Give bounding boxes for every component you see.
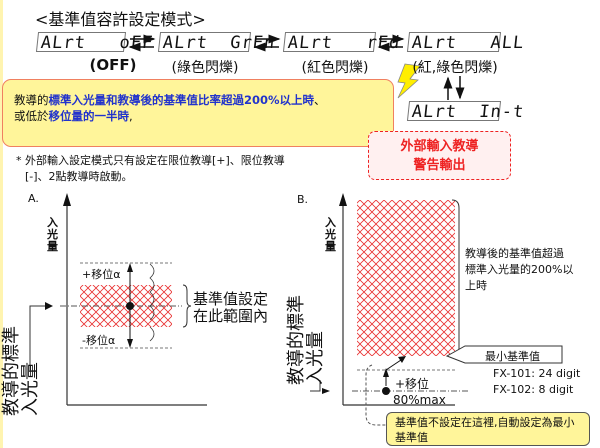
range-line: 在此範圍內 bbox=[193, 307, 269, 325]
min-reference-callout: 最小基準值 bbox=[485, 350, 540, 363]
chart-b-graphics bbox=[310, 193, 563, 426]
chart-a-side-label: 教導的標準 入光量 bbox=[1, 276, 52, 416]
notice-text: 或低於 bbox=[14, 109, 49, 123]
range-line: 基準值設定 bbox=[193, 290, 269, 308]
plus-shift-label-b: +移位 bbox=[395, 377, 430, 391]
footnote-line: [-]、2點教導時啟動。 bbox=[25, 170, 133, 183]
fx102-spec: FX-102: 8 digit bbox=[493, 383, 574, 396]
chart-b-y-axis-label: 入光量 bbox=[325, 216, 336, 253]
side-label-line: 教導的標準 bbox=[286, 295, 307, 385]
chart-b-label: B. bbox=[297, 193, 309, 206]
notice-box: 教導的標準入光量和教導後的基準值比率超過200%以上時、 或低於移位量的一半時, bbox=[2, 79, 394, 147]
mode-switch-arrows bbox=[128, 34, 465, 100]
page-title: <基準值容許設定模式> bbox=[35, 10, 206, 29]
over-200-note: 教導後的基準值超過 標準入光量的200%以 上時 bbox=[465, 246, 573, 294]
auto-note-line: 基準值不設定在這裡,自動設定為最小 bbox=[395, 416, 575, 429]
reference-point bbox=[126, 302, 134, 310]
side-label-line: 教導的標準 bbox=[1, 326, 22, 416]
side-label-line: 入光量 bbox=[305, 331, 326, 385]
plus-shift-label: +移位α bbox=[82, 268, 121, 281]
note-line: 上時 bbox=[465, 279, 487, 292]
side-label-line: 入光量 bbox=[20, 362, 41, 416]
mode-label-red: (紅色閃爍) bbox=[301, 60, 369, 76]
notice-text: 教導的 bbox=[14, 93, 49, 107]
chart-b-side-label: 教導的標準 入光量 bbox=[286, 245, 337, 385]
max-label: 80%max bbox=[393, 393, 446, 407]
notice-text: , bbox=[129, 109, 133, 123]
auto-set-note: 基準值不設定在這裡,自動設定為最小 基準值 bbox=[386, 412, 590, 446]
left-strip bbox=[0, 0, 3, 448]
note-line: 標準入光量的200%以 bbox=[465, 263, 574, 276]
notice-highlight: 標準入光量和教導後的基準值比率超過200%以上時 bbox=[48, 93, 315, 107]
chart-a-graphics bbox=[29, 193, 207, 406]
warning-line: 外部輸入教導 bbox=[400, 139, 479, 154]
mode-label-green: (綠色閃爍) bbox=[171, 60, 239, 76]
footnote: * 外部輸入設定模式只有設定在限位教導[+]、限位教導 [-]、2點教導時啟動。 bbox=[16, 153, 285, 185]
fx101-spec: FX-101: 24 digit bbox=[493, 367, 581, 380]
warning-line: 警告輸出 bbox=[413, 158, 466, 173]
mode-label-off: (OFF) bbox=[89, 56, 137, 74]
lightning-icon bbox=[397, 63, 421, 99]
chart-a-label: A. bbox=[28, 192, 39, 205]
footnote-line: * 外部輸入設定模式只有設定在限位教導[+]、限位教導 bbox=[16, 154, 285, 167]
note-line: 教導後的基準值超過 bbox=[465, 247, 564, 260]
notice-highlight: 移位量的一半時 bbox=[48, 109, 130, 123]
notice-text: 、 bbox=[314, 93, 326, 107]
range-label: 基準值設定 在此範圍內 bbox=[193, 291, 268, 325]
mode-label-all: (紅,綠色閃爍) bbox=[412, 60, 498, 76]
auto-note-line: 基準值 bbox=[395, 431, 428, 444]
chart-a-y-axis-label: 入光量 bbox=[47, 216, 58, 253]
minus-shift-label: -移位α bbox=[82, 334, 116, 347]
warning-box: 外部輸入教導 警告輸出 bbox=[368, 131, 511, 180]
